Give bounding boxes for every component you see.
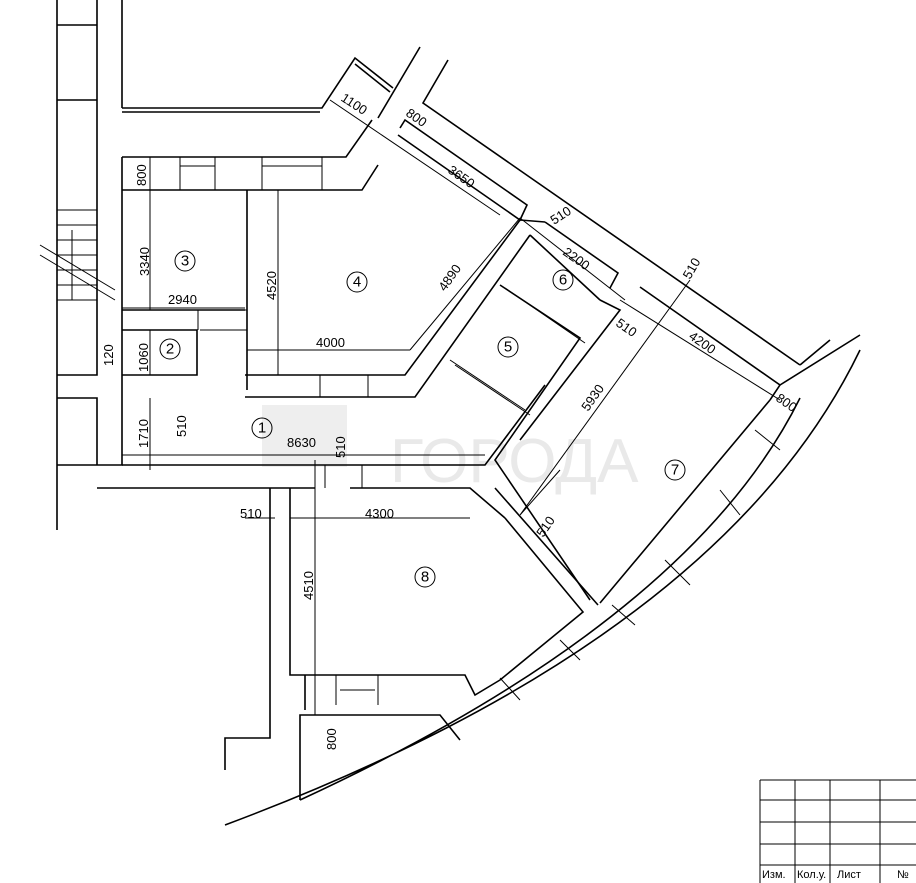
dim-label: 4520: [264, 271, 279, 300]
dim-label: 1100: [338, 90, 370, 118]
dim-label: 800: [773, 390, 799, 415]
dim-label: 510: [613, 315, 639, 340]
room-labels: 1 2 3 4 5 6 7 8: [159, 250, 686, 588]
room-8-label: 8: [421, 569, 429, 586]
dim-label: 800: [134, 164, 149, 186]
room-3-label: 3: [181, 253, 189, 270]
dim-label: 510: [547, 203, 573, 227]
title-block-col: №: [897, 869, 909, 881]
title-block-col: Изм.: [762, 869, 786, 881]
dim-label: 1060: [136, 343, 151, 372]
dimension-labels: 1100 800 3650 510 2200 510 510 4200 800 …: [101, 90, 800, 750]
watermark-logo: [262, 405, 347, 467]
dim-label: 3340: [137, 247, 152, 276]
dim-label: 510: [174, 415, 189, 437]
dim-label: 2200: [560, 244, 592, 273]
dim-label: 2940: [168, 292, 197, 307]
dim-label: 4200: [686, 328, 718, 357]
dimension-lines: [122, 99, 781, 715]
room-5-label: 5: [504, 339, 512, 356]
dim-label: 800: [403, 105, 429, 130]
dim-label: 4000: [316, 335, 345, 350]
dim-label: 510: [680, 255, 704, 281]
title-block: Изм. Кол.у. Лист №: [762, 869, 909, 881]
dim-label: 4510: [301, 571, 316, 600]
walls: [39, 0, 916, 883]
room-4-label: 4: [353, 274, 361, 291]
room-2-label: 2: [166, 341, 174, 358]
dim-label: 8630: [287, 435, 316, 450]
dim-label: 800: [324, 728, 339, 750]
dim-label: 4890: [435, 261, 464, 293]
dim-label: 5930: [578, 381, 607, 413]
dim-label: 1710: [136, 419, 151, 448]
title-block-col: Кол.у.: [797, 869, 826, 881]
dim-label: 510: [240, 506, 262, 521]
room-7-label: 7: [671, 462, 679, 479]
title-block-col: Лист: [837, 869, 861, 881]
room-1-label: 1: [258, 420, 266, 437]
watermark: ГОРОДА: [390, 427, 639, 496]
room-6-label: 6: [559, 272, 567, 289]
dim-label: 120: [101, 344, 116, 366]
dim-label: 510: [333, 436, 348, 458]
dim-label: 4300: [365, 506, 394, 521]
